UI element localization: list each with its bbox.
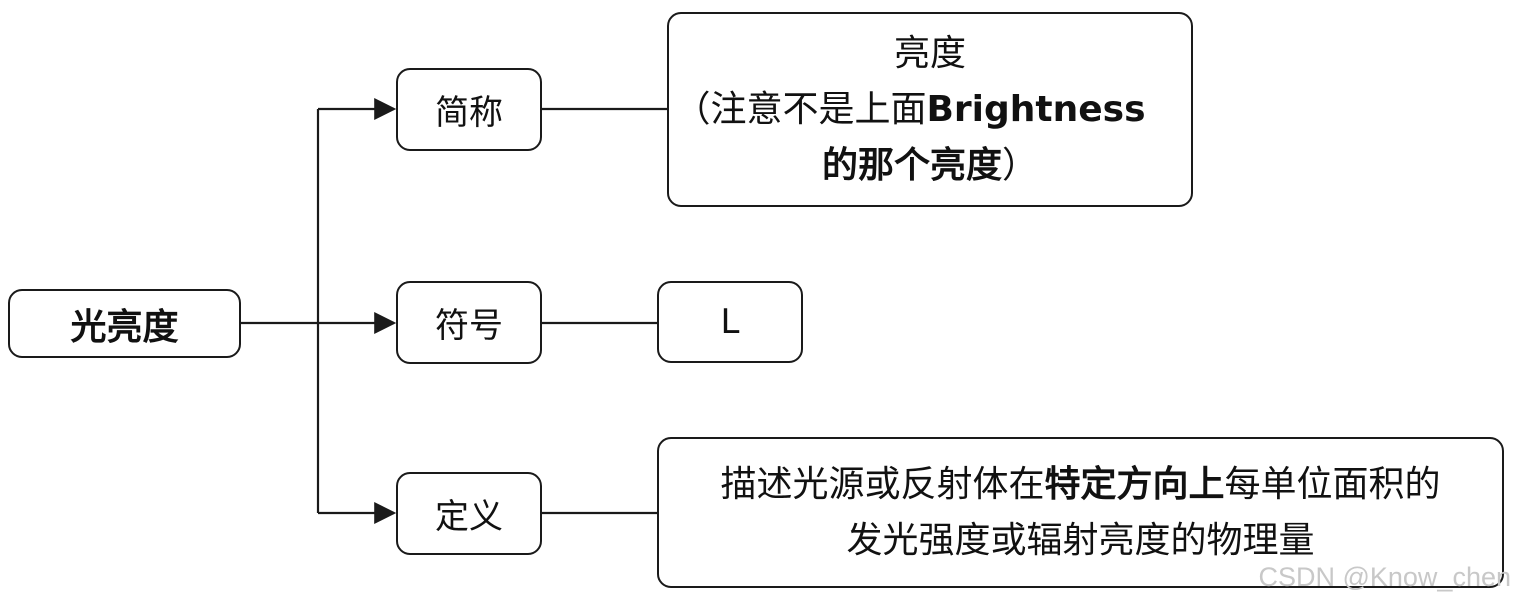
branch-node-definition: 定义	[396, 472, 542, 555]
definition-line-1: 描述光源或反射体在特定方向上每单位面积的	[720, 457, 1440, 513]
definition-text-1-bold: 特定方向上	[1044, 463, 1225, 505]
abbr-text-1: 亮度	[893, 32, 966, 74]
abbr-text-3-suffix: ）	[1002, 144, 1039, 186]
branch-label-definition: 定义	[435, 497, 503, 537]
definition-text-1-suffix: 每单位面积的	[1224, 463, 1441, 505]
leaf-node-abbr: 亮度 （注意不是上面Brightness 的那个亮度）	[667, 12, 1193, 207]
leaf-node-definition: 描述光源或反射体在特定方向上每单位面积的 发光强度或辐射亮度的物理量	[657, 437, 1504, 588]
root-label: 光亮度	[70, 306, 179, 348]
branch-label-abbr: 简称	[435, 93, 503, 133]
abbr-line-1: 亮度	[894, 26, 966, 82]
definition-text-1-prefix: 描述光源或反射体在	[720, 463, 1045, 505]
symbol-label: L	[720, 302, 740, 342]
abbr-text-2-bold: Brightness	[926, 88, 1146, 130]
abbr-line-2: （注意不是上面Brightness	[674, 82, 1145, 138]
definition-line-2: 发光强度或辐射亮度的物理量	[846, 513, 1314, 569]
abbr-text-3-bold: 的那个亮度	[821, 144, 1002, 186]
abbr-text-2-prefix: （注意不是上面	[674, 88, 927, 130]
definition-text-2: 发光强度或辐射亮度的物理量	[846, 519, 1315, 561]
abbr-line-3: 的那个亮度）	[822, 138, 1038, 194]
branch-node-abbr: 简称	[396, 68, 542, 151]
watermark: CSDN @Know_chen	[1258, 562, 1511, 592]
leaf-node-symbol: L	[657, 281, 803, 363]
branch-node-symbol: 符号	[396, 281, 542, 364]
root-node: 光亮度	[8, 289, 241, 358]
branch-label-symbol: 符号	[435, 306, 503, 346]
